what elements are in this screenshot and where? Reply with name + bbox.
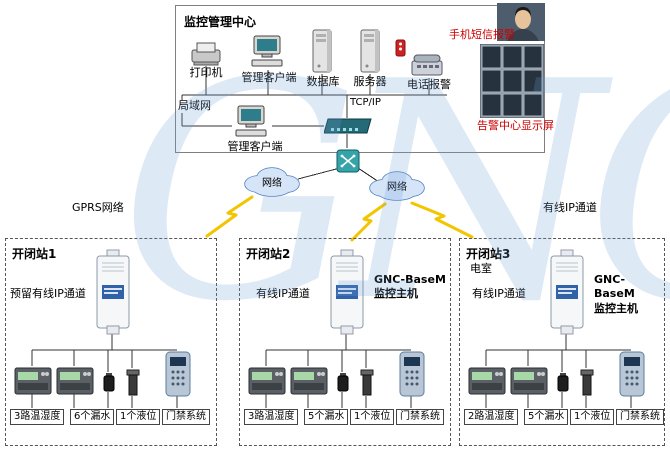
station3-title: 开闭站3	[466, 247, 511, 261]
temp-humidity-controller-icon	[14, 367, 52, 395]
station2-host-label: GNC-BaseM 监控主机	[374, 273, 446, 301]
sensor-label: 1个液位	[350, 409, 395, 425]
cloud-right-label: 网络	[387, 182, 407, 193]
leak-controller-icon	[510, 367, 548, 395]
cloud-left-icon	[244, 167, 300, 197]
network-switch-icon	[323, 118, 372, 134]
sensor-label: 门禁系统	[396, 409, 444, 425]
sensor-label: 1个液位	[116, 409, 161, 425]
display-wall-icon	[479, 43, 545, 119]
sensor-label: 2路温湿度	[464, 409, 519, 425]
sensor-label: 5个漏水	[304, 409, 349, 425]
display-wall-label: 告警中心显示屏	[477, 119, 554, 132]
station3-channel-label: 有线IP通道	[472, 287, 526, 300]
operator-photo	[497, 3, 545, 41]
lightning-bolt-icons	[205, 195, 474, 242]
leak-sensor-icon	[102, 373, 116, 393]
printer-icon	[188, 40, 224, 66]
door-access-icon	[398, 351, 426, 397]
database-server-icon	[310, 28, 334, 74]
lan-label: 局域网	[176, 99, 213, 113]
leak-controller-icon	[56, 367, 94, 395]
sensor-label: 门禁系统	[162, 409, 210, 425]
station3-host-label: GNC-BaseM 监控主机	[594, 273, 638, 315]
station1-channel-label: 预留有线IP通道	[10, 287, 86, 300]
sensor-label: 1个液位	[570, 409, 615, 425]
station3-monitor-host-icon	[546, 249, 588, 335]
station2-title: 开闭站2	[246, 247, 291, 261]
door-access-icon	[618, 351, 646, 397]
station-box-3: 开闭站3 电室 有线IP通道 GNC-BaseM 监控主机 2路温湿度 5个漏水…	[459, 238, 665, 446]
alarm-light-icon	[394, 38, 406, 58]
cloud-left-label: 网络	[262, 178, 282, 189]
telephone-icon	[410, 52, 444, 78]
temp-humidity-controller-icon	[468, 367, 506, 395]
station3-subtitle: 电室	[470, 262, 492, 275]
station2-monitor-host-icon	[326, 249, 368, 335]
station1-monitor-host-icon	[92, 249, 134, 335]
leak-sensor-icon	[336, 373, 350, 393]
gprs-network-label: GPRS网络	[72, 201, 124, 214]
sensor-label: 6个漏水	[70, 409, 115, 425]
phone-alarm-label: 电话报警	[407, 78, 451, 91]
station-box-1: 开闭站1 预留有线IP通道 3路温湿度 6个漏水 1个液位 门禁系统	[5, 238, 217, 446]
client2-label: 管理客户端	[227, 140, 283, 153]
sensor-label: 5个漏水	[524, 409, 569, 425]
wired-ip-label: 有线IP通道	[543, 201, 597, 214]
client1-label: 管理客户端	[241, 71, 297, 84]
leak-controller-icon	[290, 367, 328, 395]
station-box-2: 开闭站2 有线IP通道 GNC-BaseM 监控主机 3路温湿度 5个漏水 1个…	[239, 238, 451, 446]
database-label: 数据库	[306, 75, 340, 88]
station1-title: 开闭站1	[12, 247, 57, 261]
station2-channel-label: 有线IP通道	[256, 287, 310, 300]
level-sensor-icon	[358, 369, 376, 397]
level-sensor-icon	[124, 369, 142, 397]
server-label: 服务器	[353, 75, 387, 88]
leak-sensor-icon	[556, 373, 570, 393]
door-access-icon	[164, 351, 192, 397]
management-client-icon	[248, 34, 288, 70]
sensor-label: 3路温湿度	[244, 409, 299, 425]
tcpip-label: TCP/IP	[350, 97, 381, 108]
sensor-label: 门禁系统	[616, 409, 664, 425]
sensor-label: 3路温湿度	[10, 409, 65, 425]
hub-icon	[336, 148, 360, 174]
temp-humidity-controller-icon	[248, 367, 286, 395]
cloud-right-icon	[369, 171, 425, 201]
sms-alarm-label: 手机短信报警	[449, 28, 515, 41]
management-center-box: 监控管理中心	[175, 5, 545, 153]
management-client2-icon	[232, 104, 272, 140]
level-sensor-icon	[578, 369, 596, 397]
printer-label: 打印机	[189, 66, 223, 79]
server-icon	[358, 28, 382, 74]
management-center-title: 监控管理中心	[184, 15, 257, 29]
